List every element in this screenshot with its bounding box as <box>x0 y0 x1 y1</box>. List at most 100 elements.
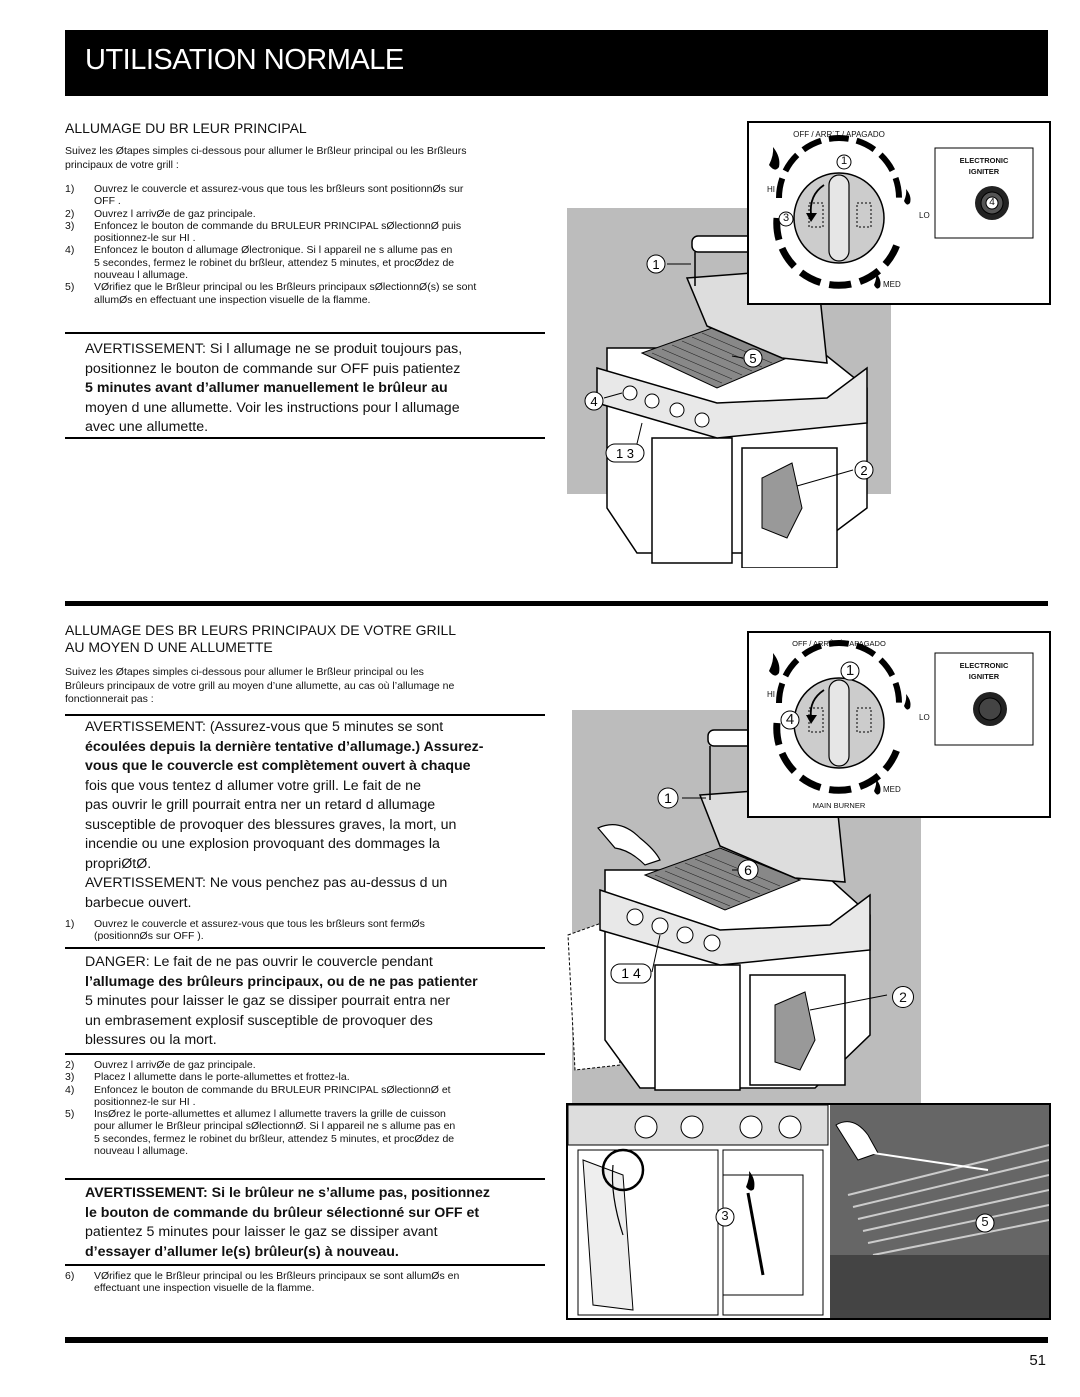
warning-text: écoulées depuis la dernière tentative d’… <box>85 738 484 755</box>
warning-text: AVERTISSEMENT: (Assurez-vous que 5 minut… <box>85 719 444 735</box>
warning-line: AVERTISSEMENT: (Assurez-vous que 5 minut… <box>65 718 555 738</box>
warning-text: fois que vous tentez d allumer votre gri… <box>85 777 421 794</box>
divider <box>65 1178 545 1180</box>
divider <box>65 332 545 334</box>
step-text: effectuant une inspection visuelle de la… <box>94 1282 315 1295</box>
igniter-label: ELECTRONIC IGNITER <box>935 155 1033 177</box>
warning-text: AVERTISSEMENT: Ne vous penchez pas au-de… <box>85 875 448 891</box>
section2-steps: 2)Ouvrez l arrivØe de gaz principale. 3)… <box>65 1059 550 1157</box>
step-text: InsØrez le porte-allumettes et allumez l… <box>94 1108 446 1121</box>
step-item: 1) Ouvrez le couvercle et assurez-vous qu… <box>65 918 550 943</box>
igniter-text: ELECTRONIC <box>959 156 1009 165</box>
callout-4: 4 <box>989 197 995 208</box>
step-item: 2)Ouvrez l arrivØe de gaz principale. <box>65 1059 550 1071</box>
step-number: 4) <box>65 244 75 257</box>
callout-2: 2 <box>892 986 914 1008</box>
step-item: 3)Placez l allumette dans le porte-allum… <box>65 1071 550 1083</box>
footer-rule <box>65 1337 1048 1343</box>
step-number: 5) <box>65 281 75 294</box>
step-text: Enfoncez le bouton de commande du BRULEU… <box>94 219 462 232</box>
danger-text: DANGER: Le fait de ne pas ouvrir le couv… <box>85 954 433 970</box>
section2-intro: Suivez les Øtapes simples ci-dessous pou… <box>65 666 545 707</box>
step-text: Ouvrez le couvercle et assurez-vous que … <box>94 183 464 195</box>
step-text: VØrifiez que le Brßleur principal ou les… <box>94 1270 460 1282</box>
section2-step1: 1) Ouvrez le couvercle et assurez-vous qu… <box>65 918 550 943</box>
step-number: 5) <box>65 1108 75 1121</box>
step-item: 2)Ouvrez l arrivØe de gaz principale. <box>65 208 550 220</box>
flame-icon <box>874 273 881 289</box>
section2-warning-3: AVERTISSEMENT: Si le brûleur ne s’allume… <box>65 1184 555 1262</box>
warning-text: positionnez le bouton de commande sur OF… <box>85 360 461 377</box>
warning-text: incendie ou une explosion provoquant des… <box>85 836 440 852</box>
callout-5: 5 <box>749 351 756 366</box>
igniter-text: IGNITER <box>968 672 1000 681</box>
dial-graphic <box>769 135 1034 289</box>
intro-line: fonctionnerait pas : <box>65 693 154 705</box>
callout-6: 6 <box>744 862 752 878</box>
step-text: Enfoncez le bouton d allumage Ølectroniq… <box>94 244 453 257</box>
intro-line: Suivez les Øtapes simples ci-dessous pou… <box>65 145 467 157</box>
lo-label: LO <box>919 211 930 220</box>
warning-text: AVERTISSEMENT: Si l allumage ne se produ… <box>85 341 463 357</box>
danger-text: l’allumage des brûleurs principaux, ou d… <box>85 973 478 990</box>
callout-1: 1 <box>845 662 855 679</box>
hand-icon <box>835 1121 879 1161</box>
divider <box>65 1053 545 1055</box>
step-text: positionnez-le sur HI . <box>94 232 196 245</box>
flame-icon <box>904 189 911 205</box>
intro-line: Brûleurs principaux de votre grill au mo… <box>65 679 455 692</box>
section2-step6: 6)VØrifiez que le Brßleur principal ou l… <box>65 1270 550 1295</box>
section-divider <box>65 601 1048 606</box>
section2-warning-1: AVERTISSEMENT: (Assurez-vous que 5 minut… <box>65 718 555 913</box>
callout-3: 3 <box>721 1208 729 1223</box>
step-text: pour allumer le Brßleur principal sØlect… <box>94 1120 456 1133</box>
step-item: 4) Enfoncez le bouton d allumage Ølectron… <box>65 244 550 281</box>
flame-icon <box>746 1171 755 1191</box>
step-text: OFF . <box>94 195 121 208</box>
burner-dial-panel-1: OFF / ARR˙T / APAGADO 1 3 4 HI LO MED EL… <box>747 121 1051 305</box>
warning-text: susceptible de provoquer des blessures g… <box>85 816 457 833</box>
warning-text: d’essayer d’allumer le(s) brûleur(s) à n… <box>85 1243 399 1260</box>
hand-icon <box>597 824 661 866</box>
step-number: 1) <box>65 183 75 195</box>
page-number: 51 <box>1029 1352 1046 1369</box>
flame-icon <box>769 147 780 170</box>
danger-text: blessures ou la mort. <box>85 1032 217 1048</box>
step-item: 4)Enfoncez le bouton de commande du BRUL… <box>65 1084 550 1109</box>
section1-steps: 1) Ouvrez le couvercle et assurez-vous qu… <box>65 183 550 306</box>
section2-title-line: AU MOYEN D UNE ALLUMETTE <box>65 639 273 655</box>
page-title: UTILISATION NORMALE <box>85 44 404 76</box>
step-number: 1) <box>65 918 75 930</box>
igniter-text: IGNITER <box>968 167 1000 176</box>
divider <box>65 947 545 949</box>
hi-label: HI <box>767 690 775 699</box>
section2-danger: DANGER: Le fait de ne pas ouvrir le couv… <box>65 953 555 1051</box>
step-item: 3)Enfoncez le bouton de commande du BRUL… <box>65 220 550 245</box>
step-number: 2) <box>65 207 75 220</box>
callout-13: 1 3 <box>616 446 634 461</box>
warning-line: AVERTISSEMENT: Si le brûleur ne s’allume… <box>65 1184 555 1204</box>
step-number: 3) <box>65 1071 75 1084</box>
warning-text: avec une allumette. <box>85 419 209 435</box>
warning-text: AVERTISSEMENT: Si le brûleur ne s’allume… <box>85 1185 490 1201</box>
closeup-panel: 3 5 <box>566 1103 1051 1320</box>
flame-icon <box>874 779 881 795</box>
warning-text: barbecue ouvert. <box>85 894 192 911</box>
step-text: positionnez-le sur HI . <box>94 1095 196 1108</box>
callout-1: 1 <box>652 257 659 272</box>
flame-icon <box>904 694 911 710</box>
grill-illustration-2: 1 6 1 4 <box>567 729 888 1091</box>
step-text: Ouvrez le couvercle et assurez-vous que … <box>94 918 425 930</box>
callout-2: 2 <box>860 463 867 478</box>
section1-warning: AVERTISSEMENT: Si l allumage ne se produ… <box>65 340 550 438</box>
danger-text: 5 minutes pour laisser le gaz se dissipe… <box>85 993 451 1009</box>
closeup-illustration <box>568 1105 1049 1318</box>
warning-text: 5 minutes avant d’allumer manuellement l… <box>85 380 448 396</box>
warning-text: le bouton de commande du brûleur sélecti… <box>85 1204 480 1221</box>
step-text: VØrifiez que le Brßleur principal ou les… <box>94 281 477 294</box>
danger-text: un embrasement explosif susceptible de p… <box>85 1012 433 1029</box>
lo-label: LO <box>919 713 930 722</box>
step-text: nouveau l allumage. <box>94 1145 188 1158</box>
med-label: MED <box>883 280 901 289</box>
